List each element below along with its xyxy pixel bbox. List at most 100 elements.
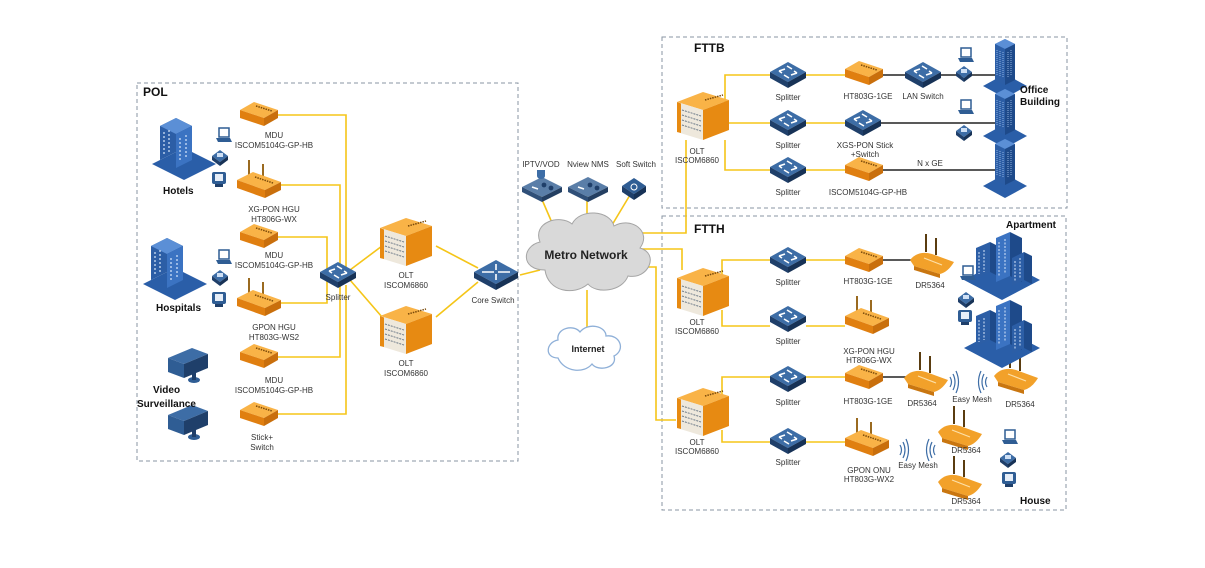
fttb-device-iscom5104g[interactable]: ISCOM5104G-GP-HB	[829, 156, 907, 197]
ftth-router-dr5364-4[interactable]: DR5364	[937, 405, 983, 455]
device-model: Switch	[250, 443, 274, 452]
olt-label: OLT	[399, 359, 414, 368]
house-devices: House	[1000, 429, 1051, 507]
internet-cloud[interactable]: Internet	[547, 325, 622, 371]
office-label-line2: Building	[1020, 97, 1060, 108]
office-buildings: Office Building	[982, 38, 1060, 199]
splitter-label: Splitter	[776, 398, 801, 407]
ftth-device-ht803g-1ge-a[interactable]: HT803G-1GE	[844, 247, 893, 286]
router-label: DR5364	[907, 399, 937, 408]
splitter-label: Splitter	[776, 93, 801, 102]
service-iptv-vod[interactable]: IPTV/VOD	[521, 160, 563, 203]
easy-mesh-label: Easy Mesh	[898, 461, 938, 470]
device-model: +Switch	[851, 150, 879, 159]
splitter-label: Splitter	[776, 188, 801, 197]
fttb-xgspon-stick-switch[interactable]: XGS-PON Stick +Switch	[837, 109, 894, 159]
pol-device-mdu-1[interactable]: MDU ISCOM5104G-GP-HB	[235, 101, 313, 150]
user-group-hotels: Hotels	[151, 117, 233, 197]
service-label: Soft Switch	[616, 160, 656, 169]
olt-label: OLT	[690, 318, 705, 327]
device-label: MDU	[265, 251, 283, 260]
label-video: Video	[153, 385, 180, 396]
ftth-splitter-3[interactable]: Splitter	[769, 365, 807, 407]
pol-device-gpon-hgu[interactable]: GPON HGU HT803G-WS2	[236, 277, 300, 342]
pol-olt-1[interactable]: OLT ISCOM6860	[379, 217, 433, 290]
ftth-splitter-1[interactable]: Splitter	[769, 246, 807, 287]
ftth-router-dr5364-1[interactable]: DR5364	[909, 233, 955, 290]
device-model: HT806G-WX	[846, 356, 892, 365]
wifi-icon	[925, 438, 936, 462]
router-label: DR5364	[915, 281, 945, 290]
router-label: DR5364	[951, 446, 981, 455]
ftth-device-gpon-onu[interactable]: GPON ONU HT803G-WX2	[844, 417, 895, 484]
olt-model: ISCOM6860	[675, 447, 720, 456]
fttb-olt[interactable]: OLT ISCOM6860	[675, 91, 730, 165]
ftth-router-dr5364-3[interactable]: DR5364	[993, 349, 1039, 409]
region-title-ftth: FTTH	[694, 222, 725, 236]
service-soft-switch[interactable]: Soft Switch	[616, 160, 656, 200]
label-video-line2: Surveillance	[137, 399, 196, 410]
office-label-line1: Office	[1020, 85, 1049, 96]
pol-device-xgpon-hgu[interactable]: XG-PON HGU HT806G-WX	[236, 159, 300, 224]
pol-device-mdu-2[interactable]: MDU ISCOM5104G-GP-HB	[235, 223, 313, 270]
fttb-splitter-1[interactable]: Splitter	[769, 61, 807, 102]
splitter-label: Splitter	[776, 458, 801, 467]
ftth-router-dr5364-2[interactable]: DR5364	[903, 351, 949, 408]
camera-icon	[168, 348, 208, 383]
olt-model: ISCOM6860	[384, 369, 429, 378]
wifi-icon	[949, 370, 960, 394]
apartment-label: Apartment	[1006, 220, 1057, 231]
device-model: HT803G-1GE	[844, 277, 893, 286]
device-model: HT803G-WS2	[249, 333, 300, 342]
ftth-device-xgpon-hgu[interactable]: XG-PON HGU HT806G-WX	[843, 295, 895, 365]
ftth-splitter-4[interactable]: Splitter	[769, 427, 807, 467]
device-label: MDU	[265, 131, 283, 140]
pol-device-stick-switch[interactable]: Stick+ Switch	[239, 401, 279, 452]
olt-model: ISCOM6860	[675, 327, 720, 336]
device-label: XG-PON HGU	[248, 205, 300, 214]
ftth-device-ht803g-1ge-b[interactable]: HT803G-1GE	[844, 364, 893, 406]
device-label: MDU	[265, 376, 283, 385]
service-nview-nms[interactable]: Nview NMS	[567, 160, 609, 203]
wifi-icon	[899, 438, 910, 462]
ftth-router-dr5364-5[interactable]: DR5364	[937, 455, 983, 506]
device-model: HT803G-1GE	[844, 397, 893, 406]
device-model: HT803G-WX2	[844, 475, 895, 484]
splitter-label: Splitter	[326, 293, 351, 302]
wifi-icon	[977, 370, 988, 394]
region-fttb	[661, 36, 1068, 209]
router-label: DR5364	[951, 497, 981, 506]
splitter-label: Splitter	[776, 141, 801, 150]
house-label: House	[1020, 496, 1051, 507]
pol-splitter[interactable]: Splitter	[319, 261, 357, 302]
pol-olt-2[interactable]: OLT ISCOM6860	[379, 305, 433, 378]
core-switch[interactable]: Core Switch	[471, 259, 519, 305]
apartment-buildings: Apartment	[958, 220, 1057, 369]
service-label: Nview NMS	[567, 160, 609, 169]
fttb-lan-switch[interactable]: LAN Switch	[902, 61, 944, 101]
metro-network-cloud[interactable]: Metro Network	[525, 212, 651, 292]
fttb-splitter-3[interactable]: Splitter	[769, 156, 807, 197]
copper-links	[880, 74, 995, 378]
fttb-end-devices	[956, 47, 975, 141]
region-title-fttb: FTTB	[694, 41, 725, 55]
olt-label: OLT	[399, 271, 414, 280]
router-label: DR5364	[1005, 400, 1035, 409]
ftth-olt-1[interactable]: OLT ISCOM6860	[675, 267, 730, 336]
pol-device-mdu-3[interactable]: MDU ISCOM5104G-GP-HB	[235, 343, 313, 395]
label-hospitals: Hospitals	[156, 303, 201, 314]
fttb-splitter-2[interactable]: Splitter	[769, 109, 807, 150]
device-label: XG-PON HGU	[843, 347, 895, 356]
fttb-device-ht803g-1ge[interactable]: HT803G-1GE	[844, 60, 893, 101]
device-label: GPON ONU	[847, 466, 891, 475]
metro-network-label: Metro Network	[544, 248, 628, 262]
internet-label: Internet	[571, 344, 604, 354]
device-model: ISCOM5104G-GP-HB	[235, 261, 313, 270]
device-model: HT806G-WX	[251, 215, 297, 224]
ftth-mesh-wifi-1: Easy Mesh	[949, 370, 992, 404]
device-model: ISCOM5104G-GP-HB	[235, 386, 313, 395]
ftth-olt-2[interactable]: OLT ISCOM6860	[675, 387, 730, 456]
label-video-line1: Video	[153, 385, 180, 396]
ftth-splitter-2[interactable]: Splitter	[769, 305, 807, 346]
